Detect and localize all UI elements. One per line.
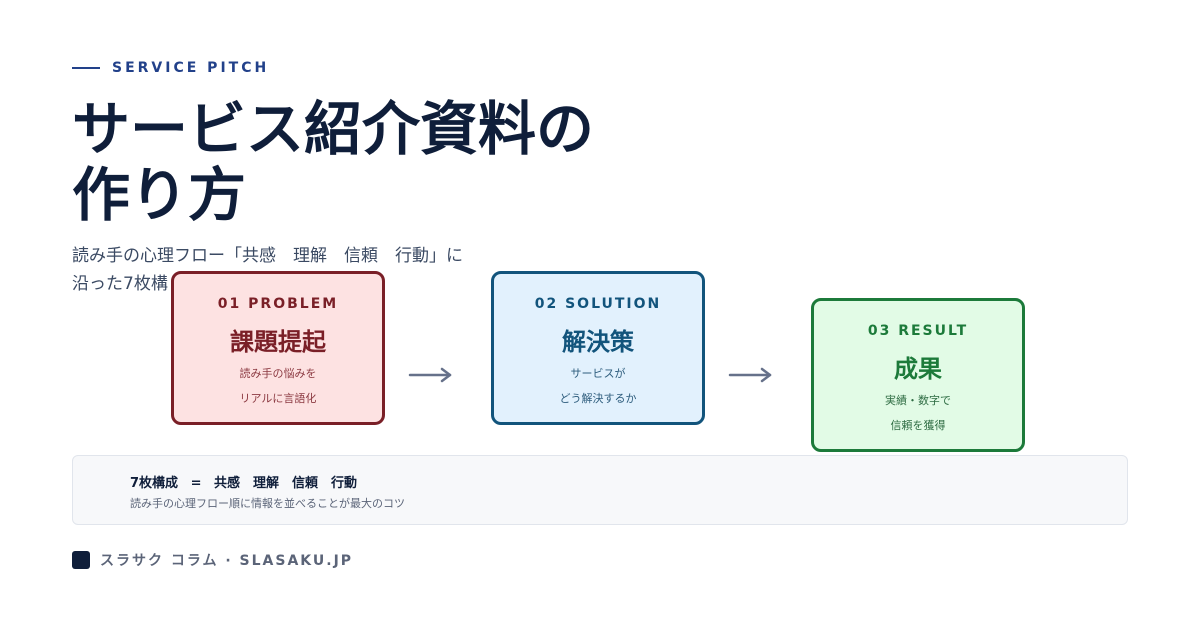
summary-box: 7枚構成 = 共感 理解 信頼 行動 読み手の心理フロー順に情報を並べることが最…	[72, 455, 1128, 525]
card-desc-line: 読み手の悩みを	[239, 367, 317, 380]
card-desc-line: 信頼を獲得	[890, 419, 946, 432]
card-desc-line: 実績・数字で	[885, 394, 951, 407]
card-name: 課題提起	[230, 328, 326, 356]
footer-text: スラサク コラム · SLASAKU.JP	[100, 553, 354, 569]
footer: スラサク コラム · SLASAKU.JP	[72, 550, 353, 570]
card-desc-line: リアルに言語化	[239, 392, 317, 405]
subtitle-line-1: 読み手の心理フロー「共感 理解 信頼 行動」に	[72, 246, 463, 266]
card-label: 02 SOLUTION	[534, 296, 662, 312]
card-desc-line: サービスが	[570, 367, 626, 380]
result-card: 03 RESULT 成果 実績・数字で 信頼を獲得	[811, 298, 1025, 452]
title-line-2: 作り方	[72, 161, 247, 229]
card-description: 読み手の悩みを リアルに言語化	[174, 361, 382, 411]
summary-note: 読み手の心理フロー順に情報を並べることが最大のコツ	[130, 497, 405, 510]
card-description: 実績・数字で 信頼を獲得	[814, 388, 1022, 438]
card-label: 01 PROBLEM	[217, 296, 339, 312]
card-label: 03 RESULT	[867, 323, 969, 339]
problem-card: 01 PROBLEM 課題提起 読み手の悩みを リアルに言語化	[171, 271, 385, 425]
card-desc-line: どう解決するか	[559, 392, 637, 405]
eyebrow: SERVICE PITCH	[72, 60, 269, 76]
card-name: 解決策	[562, 328, 634, 356]
eyebrow-line	[72, 67, 100, 69]
page-title: サービス紹介資料の 作り方	[72, 96, 594, 228]
right-arrow-icon	[728, 367, 772, 383]
summary-title: 7枚構成 = 共感 理解 信頼 行動	[130, 476, 357, 491]
right-arrow-icon	[408, 367, 452, 383]
title-line-1: サービス紹介資料の	[72, 95, 595, 163]
card-name: 成果	[894, 355, 942, 383]
brand-logo	[72, 551, 90, 569]
solution-card: 02 SOLUTION 解決策 サービスが どう解決するか	[491, 271, 705, 425]
subtitle-line-2: 沿った7枚構	[72, 274, 168, 294]
card-description: サービスが どう解決するか	[494, 361, 702, 411]
subtitle: 読み手の心理フロー「共感 理解 信頼 行動」に 沿った7枚構	[72, 242, 512, 298]
eyebrow-text: SERVICE PITCH	[112, 60, 270, 76]
